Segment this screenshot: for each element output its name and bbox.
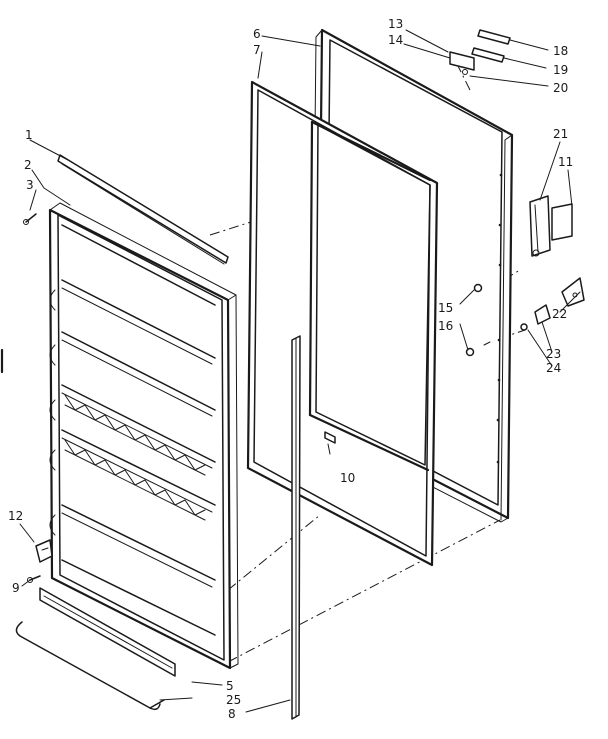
callout-12: 12 (8, 509, 23, 523)
callout-19: 19 (553, 63, 568, 77)
hinge-cap-fasteners (520, 277, 585, 331)
callout-7: 7 (253, 43, 261, 57)
shelf-rack-upper (64, 394, 206, 476)
nut-parts (465, 283, 491, 357)
leader-lines (19, 29, 581, 713)
callout-16: 16 (438, 319, 453, 333)
callout-21: 21 (553, 127, 568, 141)
inner-door-liner (48, 202, 239, 670)
callout-20: 20 (553, 81, 568, 95)
callout-6: 6 (253, 27, 261, 41)
callout-2: 2 (24, 158, 32, 172)
wire-rod (15, 621, 165, 711)
callout-8: 8 (228, 707, 236, 721)
callout-14: 14 (388, 33, 403, 47)
lower-hinge-bracket (35, 539, 53, 563)
callout-9: 9 (12, 581, 20, 595)
callout-5: 5 (226, 679, 234, 693)
callout-15: 15 (438, 301, 453, 315)
callout-24: 24 (546, 361, 561, 375)
pin-part (27, 575, 41, 583)
callout-3: 3 (26, 178, 34, 192)
plug-part (324, 431, 336, 444)
callout-labels: 1 2 3 5 6 7 8 9 10 11 12 13 14 15 16 18 … (8, 17, 573, 721)
callout-25: 25 (226, 693, 241, 707)
callout-1: 1 (25, 128, 33, 142)
top-hardware (449, 29, 511, 75)
callout-23: 23 (546, 347, 561, 361)
panel-edge-holes (496, 173, 503, 464)
callout-13: 13 (388, 17, 403, 31)
callout-18: 18 (553, 44, 568, 58)
top-trim-strip (57, 154, 229, 265)
right-hinge-bracket (529, 195, 573, 257)
vertical-strip (291, 335, 301, 720)
bottom-trim-strip (39, 587, 176, 677)
screw-part (23, 213, 37, 225)
callout-22: 22 (552, 307, 567, 321)
shelf-rack-lower (64, 439, 206, 521)
callout-10: 10 (340, 471, 355, 485)
callout-11: 11 (558, 155, 573, 169)
